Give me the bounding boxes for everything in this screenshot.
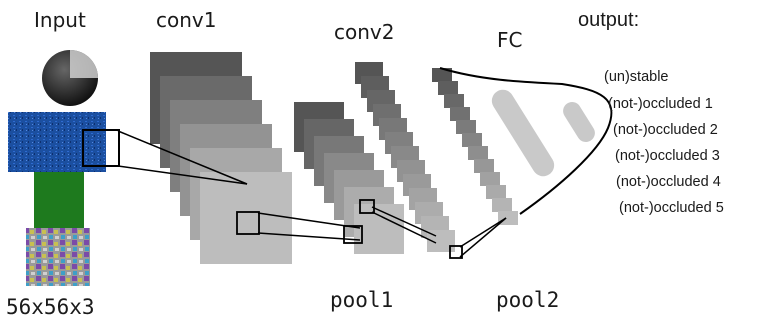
fc-map — [456, 120, 476, 134]
leg-block — [34, 172, 84, 228]
pool2-label: pool2 — [496, 288, 560, 312]
output-item: (not-)occluded 2 — [613, 122, 718, 138]
input-object — [8, 50, 120, 286]
fc-map — [492, 198, 512, 212]
output-title: output: — [578, 9, 640, 31]
output-item: (un)stable — [604, 69, 669, 85]
conv1-feature-maps — [150, 52, 292, 264]
fc-units — [491, 89, 595, 177]
input-size-label: 56x56x3 — [6, 295, 95, 319]
output-item: (not-)occluded 5 — [619, 200, 724, 216]
input-receptive-field — [82, 129, 120, 167]
input-label: Input — [34, 8, 86, 32]
body-block — [8, 112, 106, 172]
output-item: (not-)occluded 3 — [615, 148, 720, 164]
fc-map — [468, 146, 488, 160]
conv2-feature-maps — [355, 62, 455, 252]
pool1-label: pool1 — [330, 288, 394, 312]
output-item: (not-)occluded 1 — [608, 96, 713, 112]
output-item: (not-)occluded 4 — [616, 174, 721, 190]
fc-map — [474, 159, 494, 173]
connection-lines — [117, 67, 613, 259]
fc-map — [480, 172, 500, 186]
fc-map — [486, 185, 506, 199]
fc-map — [444, 94, 464, 108]
conv1-label: conv1 — [156, 8, 217, 32]
fc-map — [438, 81, 458, 95]
base-block — [26, 228, 90, 286]
fc-map — [462, 133, 482, 147]
fc-label: FC — [497, 28, 523, 52]
conv2-label: conv2 — [334, 20, 395, 44]
conv1-map — [200, 172, 292, 264]
fc-map — [450, 107, 470, 121]
fc-map — [432, 68, 452, 82]
